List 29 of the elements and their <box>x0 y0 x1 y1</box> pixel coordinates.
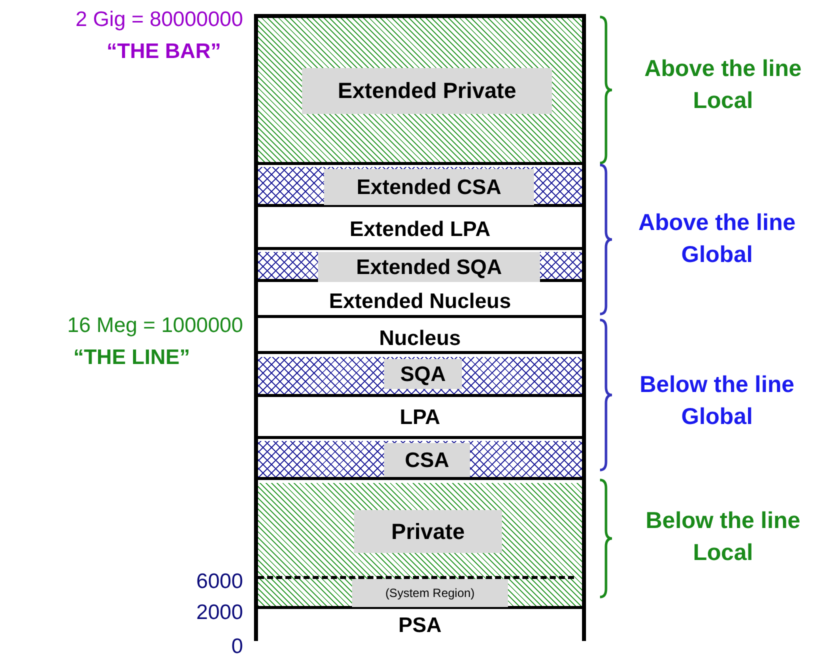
annotation-text: 2000 <box>196 600 243 626</box>
annotation-text: “THE BAR” <box>106 39 221 65</box>
region-label: Extended CSA <box>324 169 534 205</box>
memory-region-band <box>258 18 582 165</box>
region-label: Nucleus <box>378 326 462 352</box>
memory-region-band <box>258 483 582 609</box>
region-label: (System Region) <box>352 579 508 607</box>
region-label: CSA <box>384 443 470 477</box>
annotation-text: Below the line Global <box>638 370 796 431</box>
annotation-text: Below the line Local <box>644 506 802 567</box>
annotation-text: 16 Meg = 1000000 <box>67 313 243 339</box>
region-label: PSA <box>397 612 443 638</box>
memory-region-band <box>258 441 582 480</box>
annotation-text: 0 <box>231 634 243 658</box>
memory-region-band <box>258 357 582 397</box>
region-label: Extended Nucleus <box>328 288 512 314</box>
annotation-text: “THE LINE” <box>73 345 190 371</box>
annotation-text: 2 Gig = 80000000 <box>75 7 243 33</box>
region-label: LPA <box>398 404 442 430</box>
region-label: SQA <box>384 359 462 389</box>
memory-region-band <box>258 167 582 207</box>
annotation-text: Above the line Global <box>637 208 797 269</box>
region-label: Extended LPA <box>348 216 492 242</box>
annotation-text: 6000 <box>196 569 243 595</box>
memory-region-band <box>258 252 582 282</box>
region-label: Extended SQA <box>318 252 540 282</box>
region-label: Extended Private <box>302 68 552 114</box>
annotation-text: Above the line Local <box>643 54 803 115</box>
region-label: Private <box>354 510 502 553</box>
